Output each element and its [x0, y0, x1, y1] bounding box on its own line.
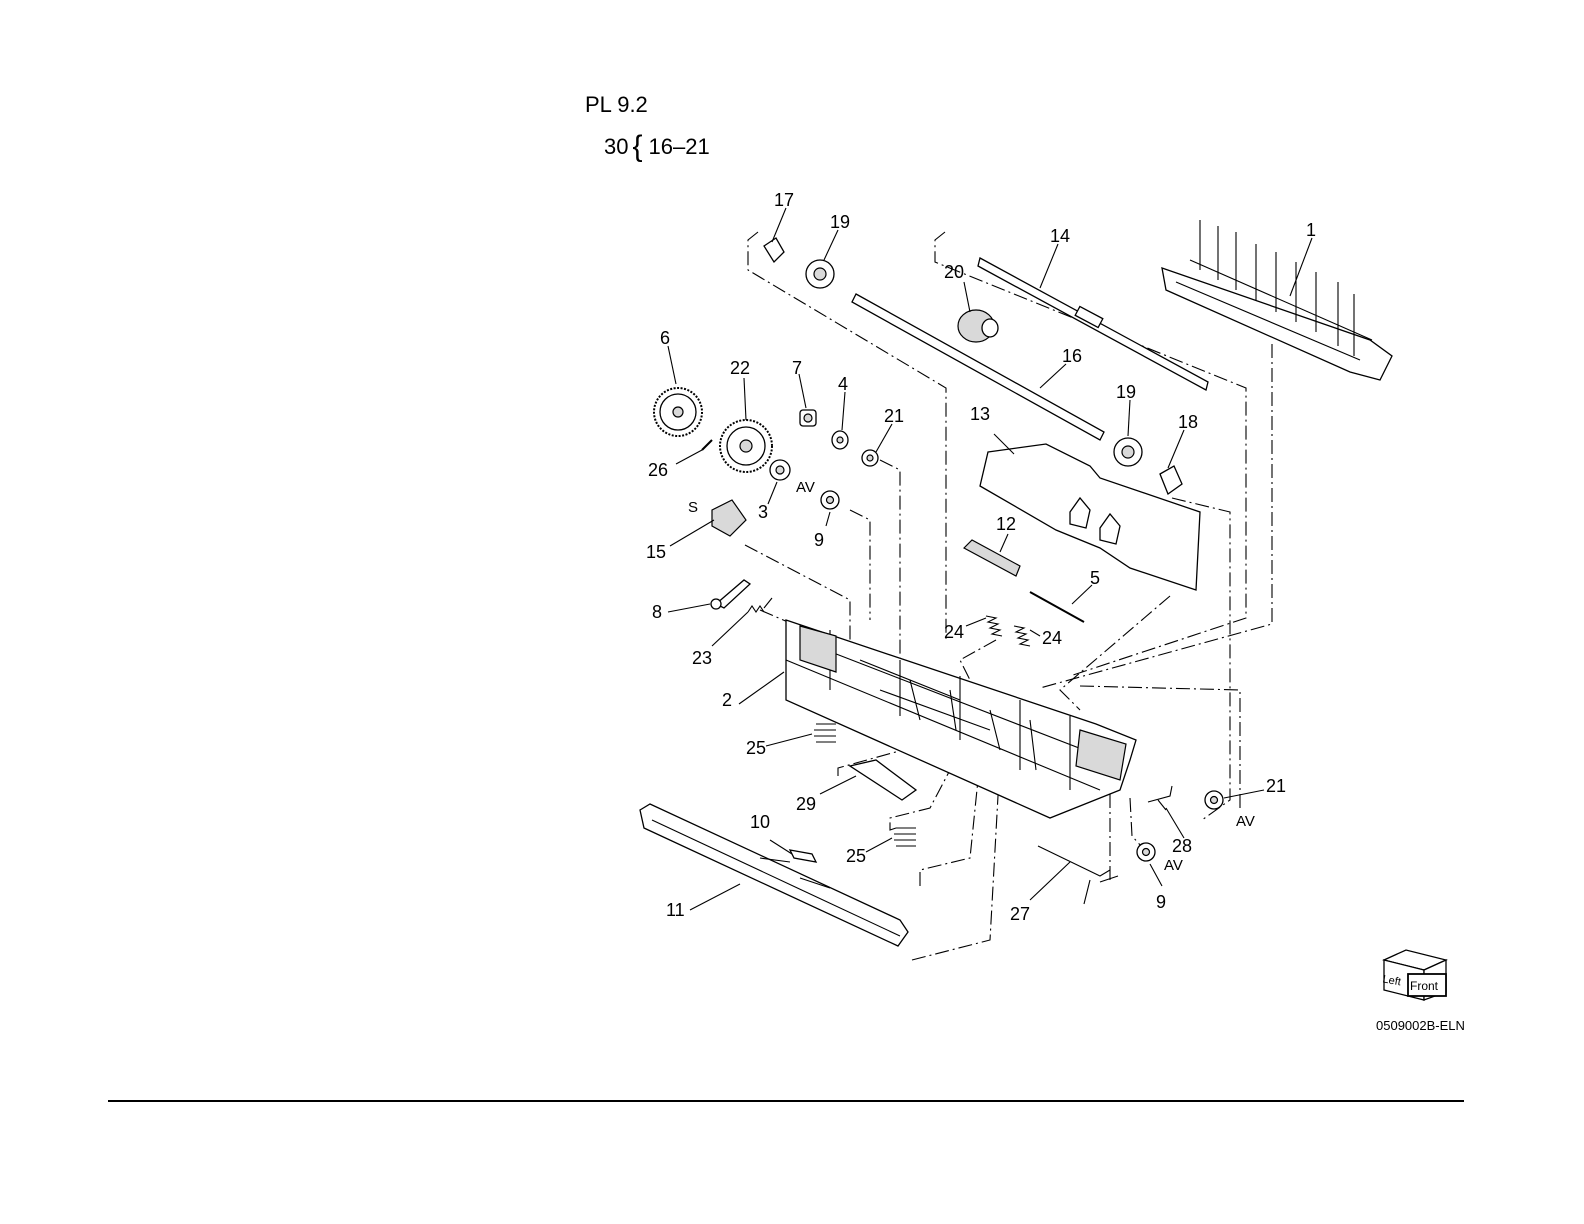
part-solenoid-15	[712, 500, 746, 536]
callout-22: 22	[730, 358, 750, 378]
part-guide-11	[640, 804, 908, 946]
part-link-27	[1038, 846, 1118, 904]
assembly-lines	[745, 232, 1272, 960]
part-bearing-9-top	[821, 491, 839, 509]
part-cover-1	[1162, 220, 1392, 380]
orientation-cube: Left Front	[1382, 950, 1446, 1000]
callout-27: 27	[1010, 904, 1030, 924]
callout-23: 23	[692, 648, 712, 668]
callout-10: 10	[750, 812, 770, 832]
callout-6: 6	[660, 328, 670, 348]
figure-id: 0509002B-ELN	[1376, 1018, 1465, 1033]
callout-17: 17	[774, 190, 794, 210]
part-pin-26	[702, 440, 712, 450]
part-spring-23	[748, 598, 772, 612]
callout-8: 8	[652, 602, 662, 622]
part-collar-4	[832, 431, 848, 449]
callout-29: 29	[796, 794, 816, 814]
part-spring-25-top	[814, 724, 836, 742]
part-spring-24-right	[1014, 626, 1030, 646]
part-film-10	[790, 850, 816, 862]
callout-15: 15	[646, 542, 666, 562]
part-roller-20	[958, 310, 998, 342]
callout-9-bottom: 9	[1156, 892, 1166, 912]
part-actuator-12	[964, 540, 1020, 576]
footer-rule	[108, 1100, 1464, 1102]
part-bearing-19-bottom	[1114, 438, 1142, 466]
callout-9-top: 9	[814, 530, 824, 550]
callout-24-right: 24	[1042, 628, 1062, 648]
part-spring-25-bottom	[894, 828, 916, 846]
callout-4: 4	[838, 374, 848, 394]
part-bearing-19-top	[806, 260, 834, 288]
callout-12: 12	[996, 514, 1016, 534]
part-clip-18	[1160, 466, 1182, 494]
part-lever-8	[711, 580, 750, 609]
callout-3: 3	[758, 502, 768, 522]
part-pin-5	[1030, 592, 1084, 622]
callout-25-top: 25	[746, 738, 766, 758]
s-mark-15: S	[688, 499, 698, 516]
part-bearing-21-bottom	[1205, 791, 1223, 809]
part-frame-2	[786, 620, 1136, 818]
callout-26: 26	[648, 460, 668, 480]
callout-19-top: 19	[830, 212, 850, 232]
av-mark-3: AV	[796, 479, 815, 496]
part-spring-28	[1148, 786, 1172, 810]
callout-1: 1	[1306, 220, 1316, 240]
part-gear-22	[720, 420, 772, 472]
callout-16: 16	[1062, 346, 1082, 366]
callout-5: 5	[1090, 568, 1100, 588]
callout-14: 14	[1050, 226, 1070, 246]
callout-19-bottom: 19	[1116, 382, 1136, 402]
callout-7: 7	[792, 358, 802, 378]
callout-13: 13	[970, 404, 990, 424]
callout-2: 2	[722, 690, 732, 710]
part-bearing-9-bottom	[1137, 843, 1155, 861]
part-guide-29	[850, 760, 916, 800]
callout-20: 20	[944, 262, 964, 282]
part-clip-17	[764, 238, 784, 262]
av-mark-21: AV	[1236, 813, 1255, 830]
part-spring-24-left	[986, 616, 1002, 636]
callout-21-bottom: 21	[1266, 776, 1286, 796]
orientation-front-label: Front	[1410, 979, 1439, 993]
part-gear-7	[800, 410, 816, 426]
callout-11: 11	[666, 900, 685, 920]
callout-25-bottom: 25	[846, 846, 866, 866]
callout-24-left: 24	[944, 622, 964, 642]
part-bearing-21-top	[862, 450, 878, 466]
callout-28: 28	[1172, 836, 1192, 856]
callout-21-top: 21	[884, 406, 904, 426]
callout-18: 18	[1178, 412, 1198, 432]
part-gear-6	[654, 388, 702, 436]
part-bearing-3	[770, 460, 790, 480]
av-mark-9: AV	[1164, 857, 1183, 874]
